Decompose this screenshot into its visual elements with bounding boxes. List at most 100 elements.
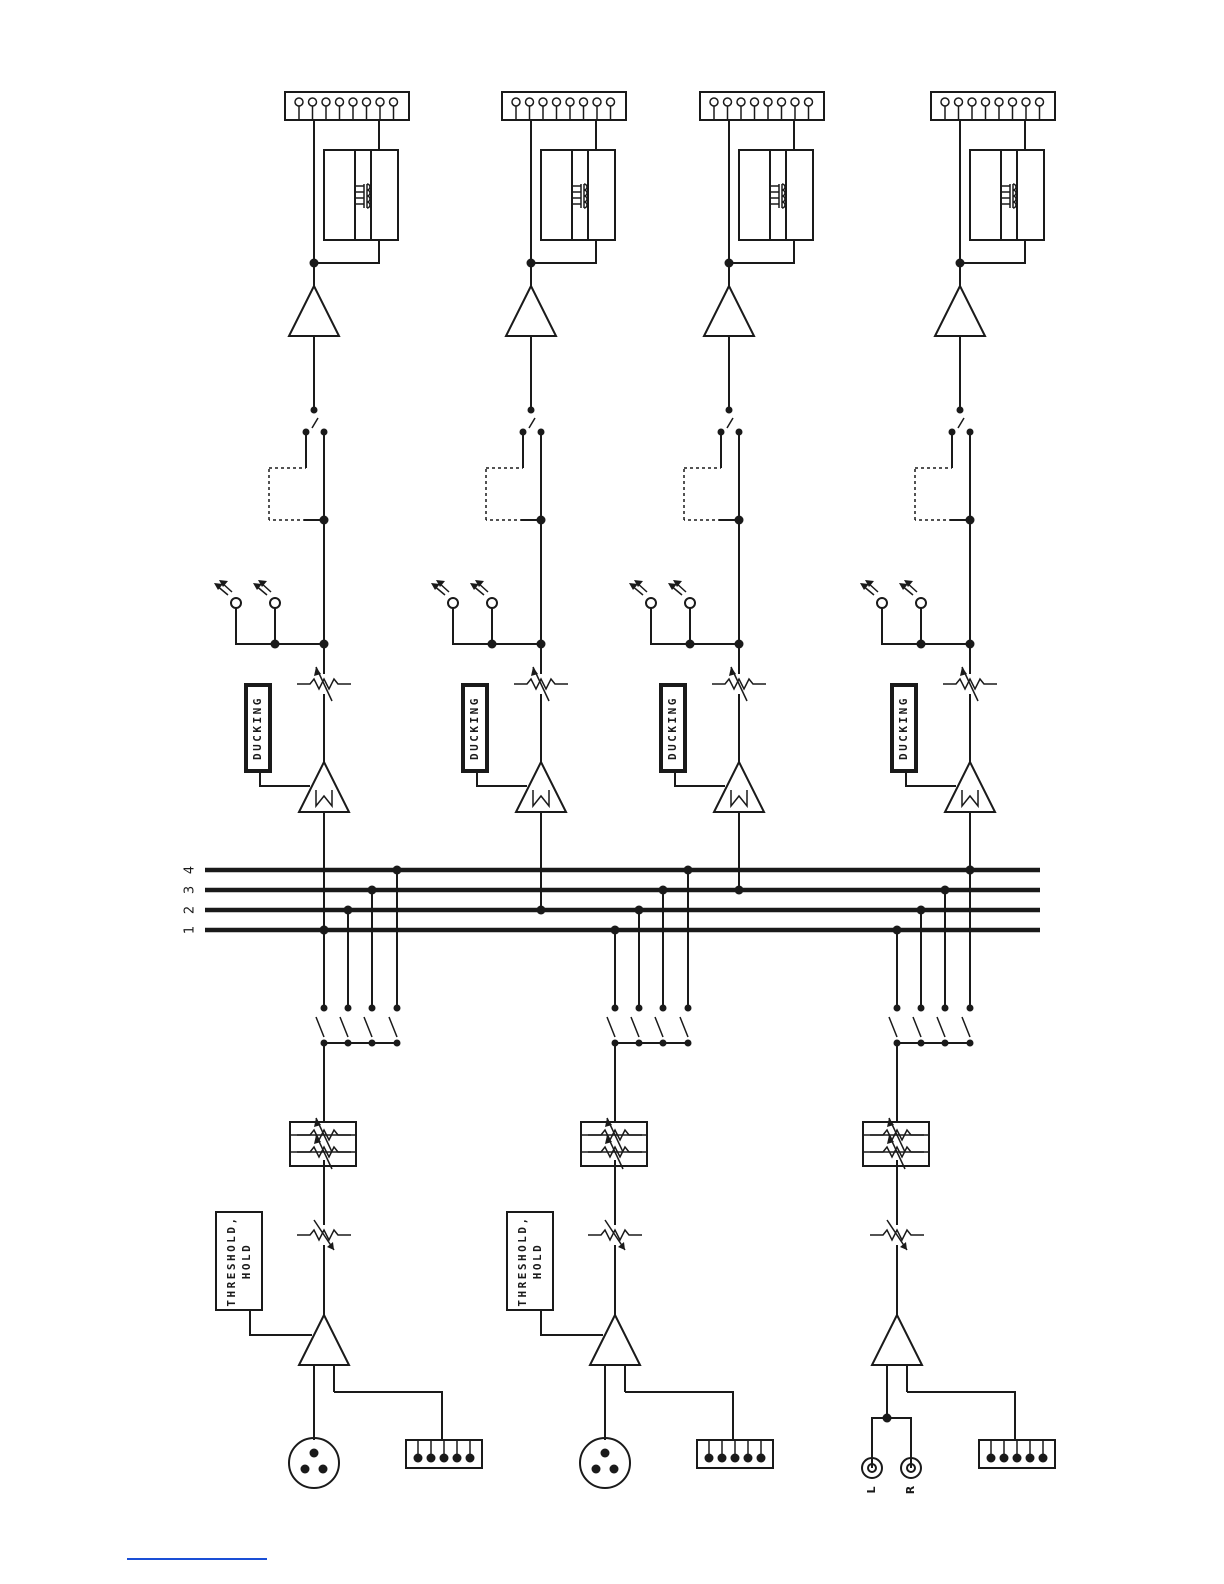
terminal-pin: [566, 98, 574, 106]
switch-contact: [303, 429, 310, 436]
connector-pin: [466, 1454, 475, 1463]
switch-contact: [369, 1040, 376, 1047]
terminal-pin: [724, 98, 732, 106]
terminal-pin: [512, 98, 520, 106]
transformer-box: [541, 150, 615, 240]
terminal-pin: [764, 98, 772, 106]
xlr-pin: [301, 1465, 310, 1474]
terminal-pin: [539, 98, 547, 106]
connector-pin: [744, 1454, 753, 1463]
terminal-pin: [295, 98, 303, 106]
terminal-box: [700, 92, 824, 120]
wiper-arrowhead: [900, 1242, 907, 1250]
signal-led-indicators: [629, 580, 744, 649]
switch-contact: [520, 429, 527, 436]
terminal-pin: [593, 98, 601, 106]
amplifier-triangle: [872, 1315, 922, 1365]
amplifier-triangle: [289, 286, 339, 336]
bus-label-2: 2: [183, 906, 198, 914]
terminal-pin: [376, 98, 384, 106]
sidechain-wire: [477, 772, 527, 786]
switch-blade: [655, 1017, 663, 1037]
speaker-terminal-strip-icon: [700, 92, 824, 120]
bus-junction-dot: [393, 866, 402, 875]
led-icon: [270, 598, 280, 608]
sidechain-wire: [906, 772, 956, 786]
bus-junction-dot: [344, 906, 353, 915]
terminal-pin: [336, 98, 344, 106]
switch-blade: [316, 1017, 324, 1037]
amplifier-triangle: [590, 1315, 640, 1365]
compressor-glyph: [316, 790, 332, 806]
wiper-arrowhead: [327, 1242, 334, 1250]
switch-contact: [718, 429, 725, 436]
signal-led-indicators: [860, 580, 975, 649]
transformer-box: [324, 150, 398, 240]
output-channel-1: DUCKING: [214, 92, 409, 935]
ducking-label: DUCKING: [666, 696, 679, 760]
terminal-pin: [791, 98, 799, 106]
sidechain-wire: [260, 772, 310, 786]
terminal-pin: [805, 98, 813, 106]
terminal-pin: [309, 98, 317, 106]
connector-pin: [987, 1454, 996, 1463]
terminal-pin: [995, 98, 1003, 106]
bus-junction-dot: [320, 926, 329, 935]
rca-jack-label: R: [904, 1485, 917, 1494]
bus-junction-dot: [368, 886, 377, 895]
input-channel-3: LR: [862, 866, 1055, 1495]
connector-pin: [1039, 1454, 1048, 1463]
amplifier-triangle: [704, 286, 754, 336]
xlr-jack-body: [289, 1438, 339, 1488]
junction-dot: [271, 640, 280, 649]
led-icon: [646, 598, 656, 608]
junction-dot: [917, 640, 926, 649]
led-icon: [916, 598, 926, 608]
led-wire: [882, 608, 970, 644]
bus-junction-dot: [917, 906, 926, 915]
connector-pin: [453, 1454, 462, 1463]
terminal-box: [285, 92, 409, 120]
bus-junction-dot: [537, 906, 546, 915]
input-channels: THRESHOLD,HOLDTHRESHOLD,HOLDLR: [216, 866, 1055, 1495]
switch-contact: [612, 1040, 619, 1047]
amplifier-triangle: [506, 286, 556, 336]
led-icon: [877, 598, 887, 608]
eq-box: [581, 1122, 647, 1166]
signal-led-indicators: [431, 580, 546, 649]
bus-junction-dot: [893, 926, 902, 935]
switch-blade: [389, 1017, 397, 1037]
bus-junction-dot: [941, 886, 950, 895]
output-channels: DUCKING DUCKING DUCKING DUCKING: [214, 92, 1055, 935]
terminal-pin: [941, 98, 949, 106]
output-transformer-icon: [739, 150, 813, 240]
footer-rule: [127, 1558, 267, 1560]
ducking-box: DUCKING: [462, 684, 488, 772]
switch-contact: [736, 429, 743, 436]
switch-contact: [660, 1040, 667, 1047]
ducking-box: DUCKING: [660, 684, 686, 772]
xlr-jack-body: [580, 1438, 630, 1488]
switch-contact: [967, 1040, 974, 1047]
ducking-label: DUCKING: [897, 696, 910, 760]
switch-contact: [394, 1040, 401, 1047]
switch-contact: [894, 1040, 901, 1047]
xlr-pin: [592, 1465, 601, 1474]
switch-blade: [529, 418, 535, 428]
speaker-terminal-strip-icon: [502, 92, 626, 120]
bus-label-4: 4: [183, 866, 198, 874]
bus-assign-switches: [889, 866, 975, 1047]
amplifier-triangle: [299, 1315, 349, 1365]
speaker-terminal-strip-icon: [931, 92, 1055, 120]
terminal-pin: [390, 98, 398, 106]
terminal-pin: [737, 98, 745, 106]
wire: [531, 240, 596, 263]
output-transformer-icon: [324, 150, 398, 240]
control-label-line: HOLD: [240, 1243, 253, 1280]
led-icon: [685, 598, 695, 608]
switch-blade: [889, 1017, 897, 1037]
input-connector-icon: [406, 1440, 482, 1468]
input-channel-1: THRESHOLD,HOLD: [216, 866, 482, 1489]
input-preamp-icon: [590, 1315, 640, 1365]
